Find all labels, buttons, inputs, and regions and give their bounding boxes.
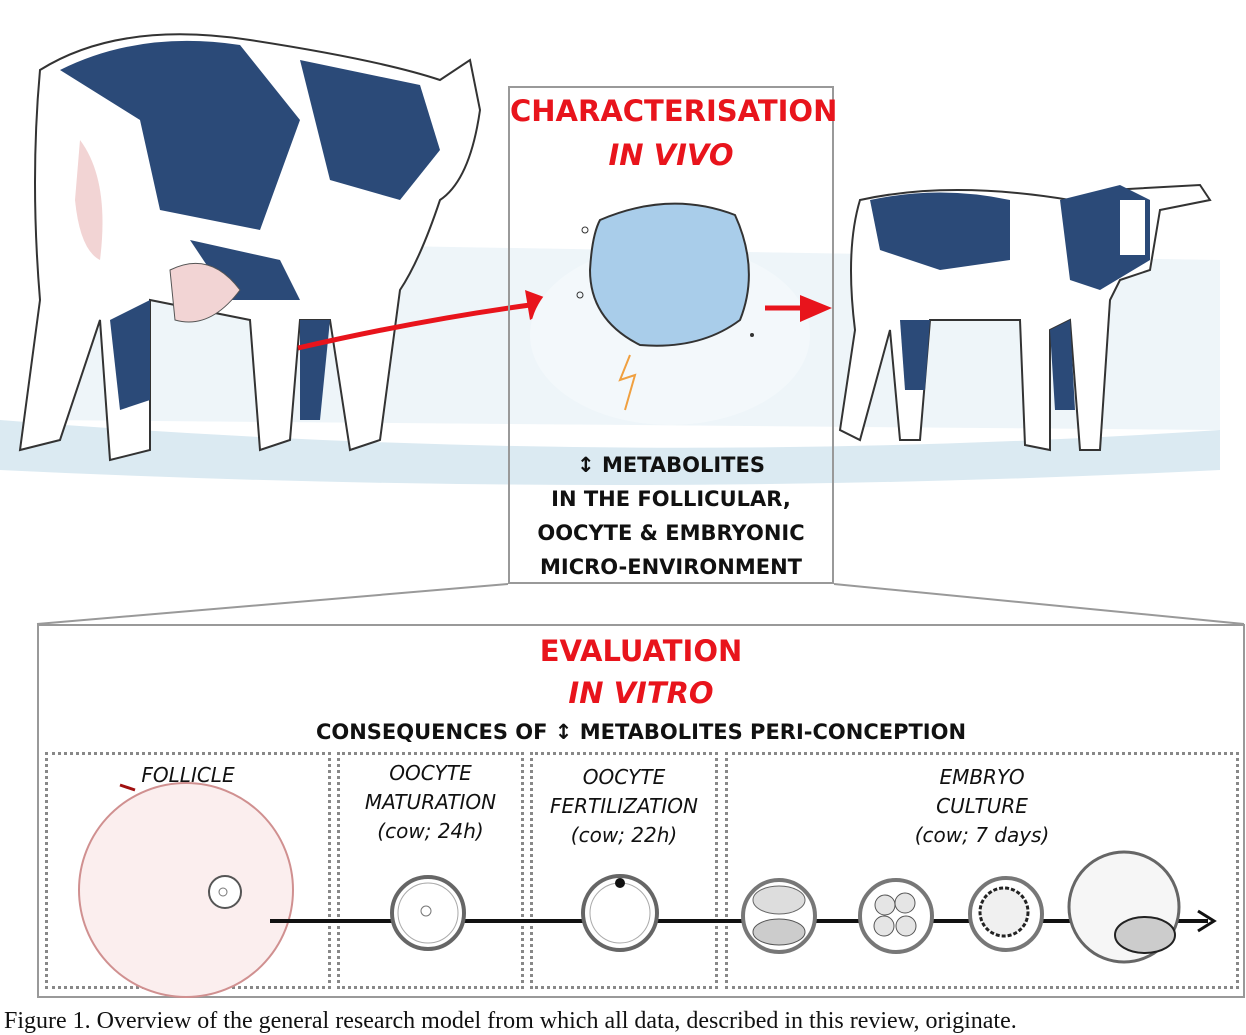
in-vitro-heading: CONSEQUENCES OF ↕ METABOLITES PERI-CONCE… <box>315 720 967 744</box>
calf-illustration <box>838 183 1212 452</box>
in-vivo-description: ↕ METABOLITES IN THE FOLLICULAR, OOCYTE … <box>510 448 832 584</box>
description-line: METABOLITES <box>601 453 765 477</box>
description-line: OOCYTE & EMBRYONIC <box>537 521 805 545</box>
in-vivo-panel: CHARACTERISATION IN VIVO ↕ METABOLITES I… <box>508 86 838 584</box>
in-vitro-panel: EVALUATION IN VITRO CONSEQUENCES OF ↕ ME… <box>37 624 1245 998</box>
up-down-arrow-icon: ↕ <box>554 720 573 744</box>
description-line: IN THE FOLLICULAR, <box>551 487 791 511</box>
up-down-arrow-icon: ↕ <box>577 453 595 477</box>
arrow-to-calf <box>765 295 832 322</box>
description-line: MICRO-ENVIRONMENT <box>540 555 802 579</box>
in-vivo-subtitle: IN VIVO <box>608 138 734 172</box>
in-vitro-subtitle: IN VITRO <box>568 676 714 710</box>
cow-illustration <box>18 33 482 462</box>
oocyte-illustration <box>530 202 810 425</box>
in-vitro-title: EVALUATION <box>539 634 743 668</box>
lightning-icon <box>618 354 637 411</box>
figure-caption: Figure 1. Overview of the general resear… <box>4 1008 1017 1034</box>
in-vivo-title: CHARACTERISATION <box>510 94 838 128</box>
